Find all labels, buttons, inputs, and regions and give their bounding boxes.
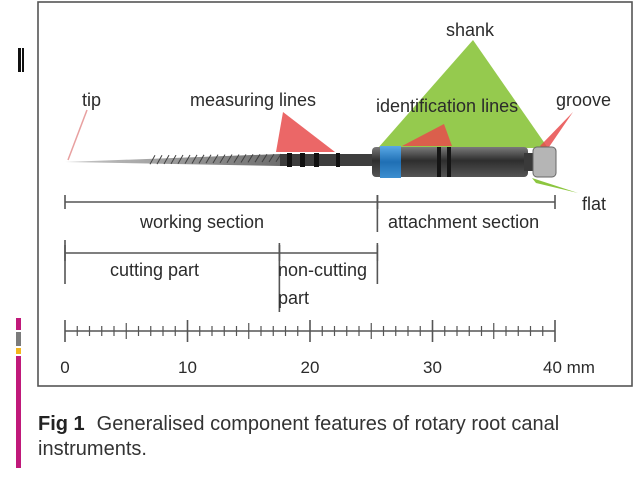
non-cutting-part-label-line1: non-cutting (278, 260, 367, 280)
shank-label: shank (446, 20, 495, 40)
margin-marks (16, 48, 24, 468)
flute-line (170, 154, 177, 165)
flute-line (184, 154, 191, 164)
flute-line (233, 154, 240, 163)
identification-line-marks (437, 147, 451, 177)
flat-label: flat (582, 194, 606, 214)
flute-line (268, 153, 275, 163)
flute-line (156, 154, 163, 165)
tip-pointer (67, 109, 88, 161)
flute-line (247, 154, 254, 163)
mm-scale: 0 10 20 30 40 mm (60, 320, 595, 377)
cutting-part-label: cutting part (110, 260, 199, 280)
flute-line (226, 154, 233, 164)
section-brackets (64, 195, 556, 312)
non-cutting-part-label-line2: part (278, 288, 309, 308)
flute-line (219, 154, 226, 164)
measuring-line-marks (287, 153, 340, 167)
scale-tick-label: 40 mm (543, 358, 595, 377)
latch-groove (524, 153, 534, 171)
measuring-lines-label: measuring lines (190, 90, 316, 110)
scale-tick-label: 0 (60, 358, 69, 377)
latch-end (532, 146, 557, 178)
attachment-section-label: attachment section (388, 212, 539, 232)
flute-line (261, 153, 268, 163)
scale-tick-label: 30 (423, 358, 442, 377)
shank-pointer (378, 40, 548, 148)
groove-label: groove (556, 90, 611, 110)
identification-lines-pointer (402, 124, 452, 146)
caption-text: Generalised component features of rotary… (38, 413, 560, 460)
figure-frame (37, 1, 633, 387)
scale-tick-label: 20 (301, 358, 320, 377)
flute-line (149, 155, 156, 165)
tip-label: tip (82, 90, 101, 110)
flute-line (198, 154, 205, 164)
flute-line (205, 154, 212, 164)
identification-band (380, 146, 401, 178)
figure-number: Fig 1 (38, 413, 85, 435)
flute-line (177, 154, 184, 164)
flute-line (240, 154, 247, 163)
scale-tick-label: 10 (178, 358, 197, 377)
flute-line (212, 154, 219, 164)
working-section-label: working section (139, 212, 264, 232)
flute-line (163, 154, 170, 165)
flat-pointer (532, 178, 578, 193)
flute-line (191, 154, 198, 164)
measuring-lines-pointer (276, 112, 335, 152)
flute-line (254, 153, 261, 163)
groove-pointer (540, 112, 573, 150)
identification-lines-label: identification lines (376, 96, 518, 116)
working-section-flutes (65, 154, 280, 166)
